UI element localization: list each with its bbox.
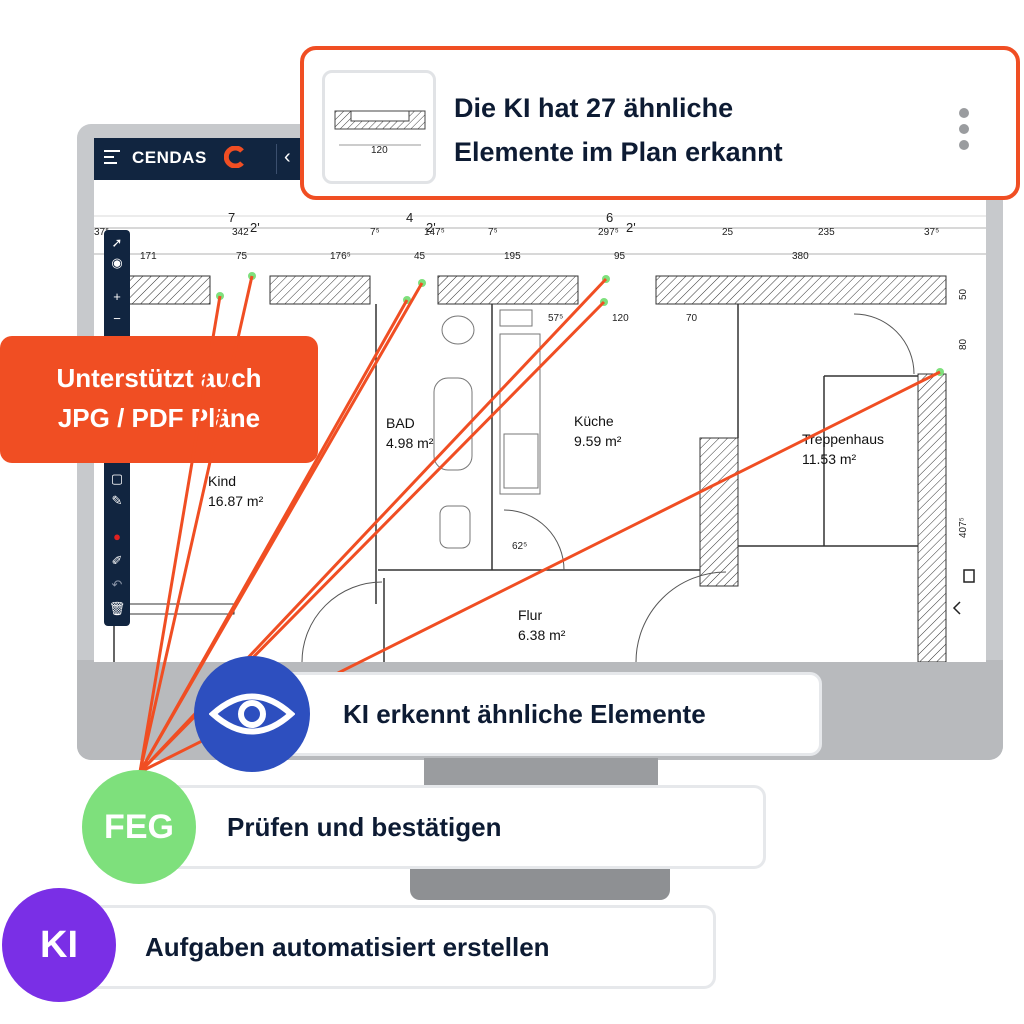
eye-icon xyxy=(194,656,310,772)
element-thumbnail[interactable]: 120 xyxy=(322,70,436,184)
vdim-4: 2' xyxy=(426,220,436,235)
ruler-icon[interactable]: ✎ xyxy=(111,493,123,508)
dim-right-3: 407⁵ xyxy=(958,517,969,538)
dim-inner-2: 120 xyxy=(612,313,629,324)
feature-pill-review: Prüfen und bestätigen xyxy=(160,785,766,869)
detection-card: 120 Die KI hat 27 ähnliche Elemente im P… xyxy=(300,46,1020,200)
paint-icon[interactable]: ✐ xyxy=(111,553,123,568)
dim-top-4: 147⁵ xyxy=(424,227,445,238)
dim-inner-1: 57⁵ xyxy=(548,313,563,324)
visibility-off-icon[interactable]: ◉ xyxy=(111,255,123,270)
undo-icon[interactable]: ↶ xyxy=(111,577,123,592)
dim-top-5: 7⁵ xyxy=(488,227,498,238)
dim-row2-1: 171 xyxy=(140,251,157,262)
window-symbol-icon: 120 xyxy=(334,110,426,156)
room-kind-name: Kind xyxy=(208,473,236,489)
room-kueche-name: Küche xyxy=(574,413,614,429)
detection-title-line1: Die KI hat 27 ähnliche xyxy=(454,93,734,123)
dim-top-6: 297⁵ xyxy=(598,227,619,238)
room-bad-name: BAD xyxy=(386,415,415,431)
select-area-icon[interactable]: ▢ xyxy=(110,471,124,486)
header-divider xyxy=(276,144,277,174)
feature-review-label: Prüfen und bestätigen xyxy=(227,812,502,842)
room-treppenhaus-name: Treppenhaus xyxy=(802,431,884,447)
support-line2: JPG / PDF Pläne xyxy=(57,403,261,433)
record-dot-icon[interactable]: ● xyxy=(113,529,121,544)
thumb-dimension: 120 xyxy=(371,145,388,156)
brand-name: CENDAS xyxy=(132,148,207,167)
app-header: CENDAS ‹ xyxy=(94,138,304,180)
room-bad-area: 4.98 m² xyxy=(386,435,434,451)
dim-row2-6: 95 xyxy=(614,251,626,262)
dim-inner-3: 70 xyxy=(686,313,698,324)
room-kueche-area: 9.59 m² xyxy=(574,433,622,449)
room-flur-area: 6.38 m² xyxy=(518,627,566,643)
dim-top-3: 7⁵ xyxy=(370,227,380,238)
trash-icon[interactable]: 🗑 xyxy=(108,601,126,616)
dim-top-9: 37⁵ xyxy=(924,227,939,238)
dim-row2-2: 75 xyxy=(236,251,248,262)
dim-inner-4: 62⁵ xyxy=(512,541,527,552)
zoom-out-icon[interactable]: − xyxy=(113,311,121,326)
vdim-2: 2' xyxy=(250,220,260,235)
cursor-icon[interactable]: ➚ xyxy=(111,235,123,250)
dim-row2-5: 195 xyxy=(504,251,521,262)
detection-title-line2: Elemente im Plan erkannt xyxy=(454,137,783,167)
dim-row2-4: 45 xyxy=(414,251,426,262)
dim-row2-3: 176⁵ xyxy=(330,251,351,262)
more-options-icon[interactable] xyxy=(959,108,973,156)
room-flur-name: Flur xyxy=(518,607,542,623)
dim-top-1: 37⁵ xyxy=(94,227,109,238)
vdim-5: 6 xyxy=(606,210,613,225)
feature-pill-detect: KI erkennt ähnliche Elemente xyxy=(218,672,822,756)
support-line1: Unterstützt auch xyxy=(56,363,262,393)
vdim-3: 4 xyxy=(406,210,413,225)
zoom-in-icon[interactable]: + xyxy=(113,289,121,304)
vdim-1: 7 xyxy=(228,210,235,225)
dim-right-2: 80 xyxy=(958,338,969,350)
menu-icon[interactable] xyxy=(104,150,120,166)
vdim-6: 2' xyxy=(626,220,636,235)
dim-right-1: 50 xyxy=(958,288,969,300)
dim-top-2: 342 xyxy=(232,227,249,238)
feg-badge: FEG xyxy=(82,770,196,884)
chevron-left-icon[interactable]: ‹ xyxy=(284,146,291,168)
format-support-badge: Unterstützt auch JPG / PDF Pläne xyxy=(0,336,318,463)
feature-tasks-label: Aufgaben automatisiert erstellen xyxy=(145,932,550,962)
dim-top-8: 235 xyxy=(818,227,835,238)
room-kind-area: 16.87 m² xyxy=(208,493,264,509)
dim-top-7: 25 xyxy=(722,227,734,238)
detection-title: Die KI hat 27 ähnliche Elemente im Plan … xyxy=(454,86,914,174)
ki-badge: KI xyxy=(2,888,116,1002)
dim-row2-7: 380 xyxy=(792,251,809,262)
cendas-logo-icon xyxy=(224,146,244,168)
room-treppenhaus-area: 11.53 m² xyxy=(802,451,857,467)
feature-pill-tasks: Aufgaben automatisiert erstellen xyxy=(80,905,716,989)
feature-detect-label: KI erkennt ähnliche Elemente xyxy=(343,699,706,729)
